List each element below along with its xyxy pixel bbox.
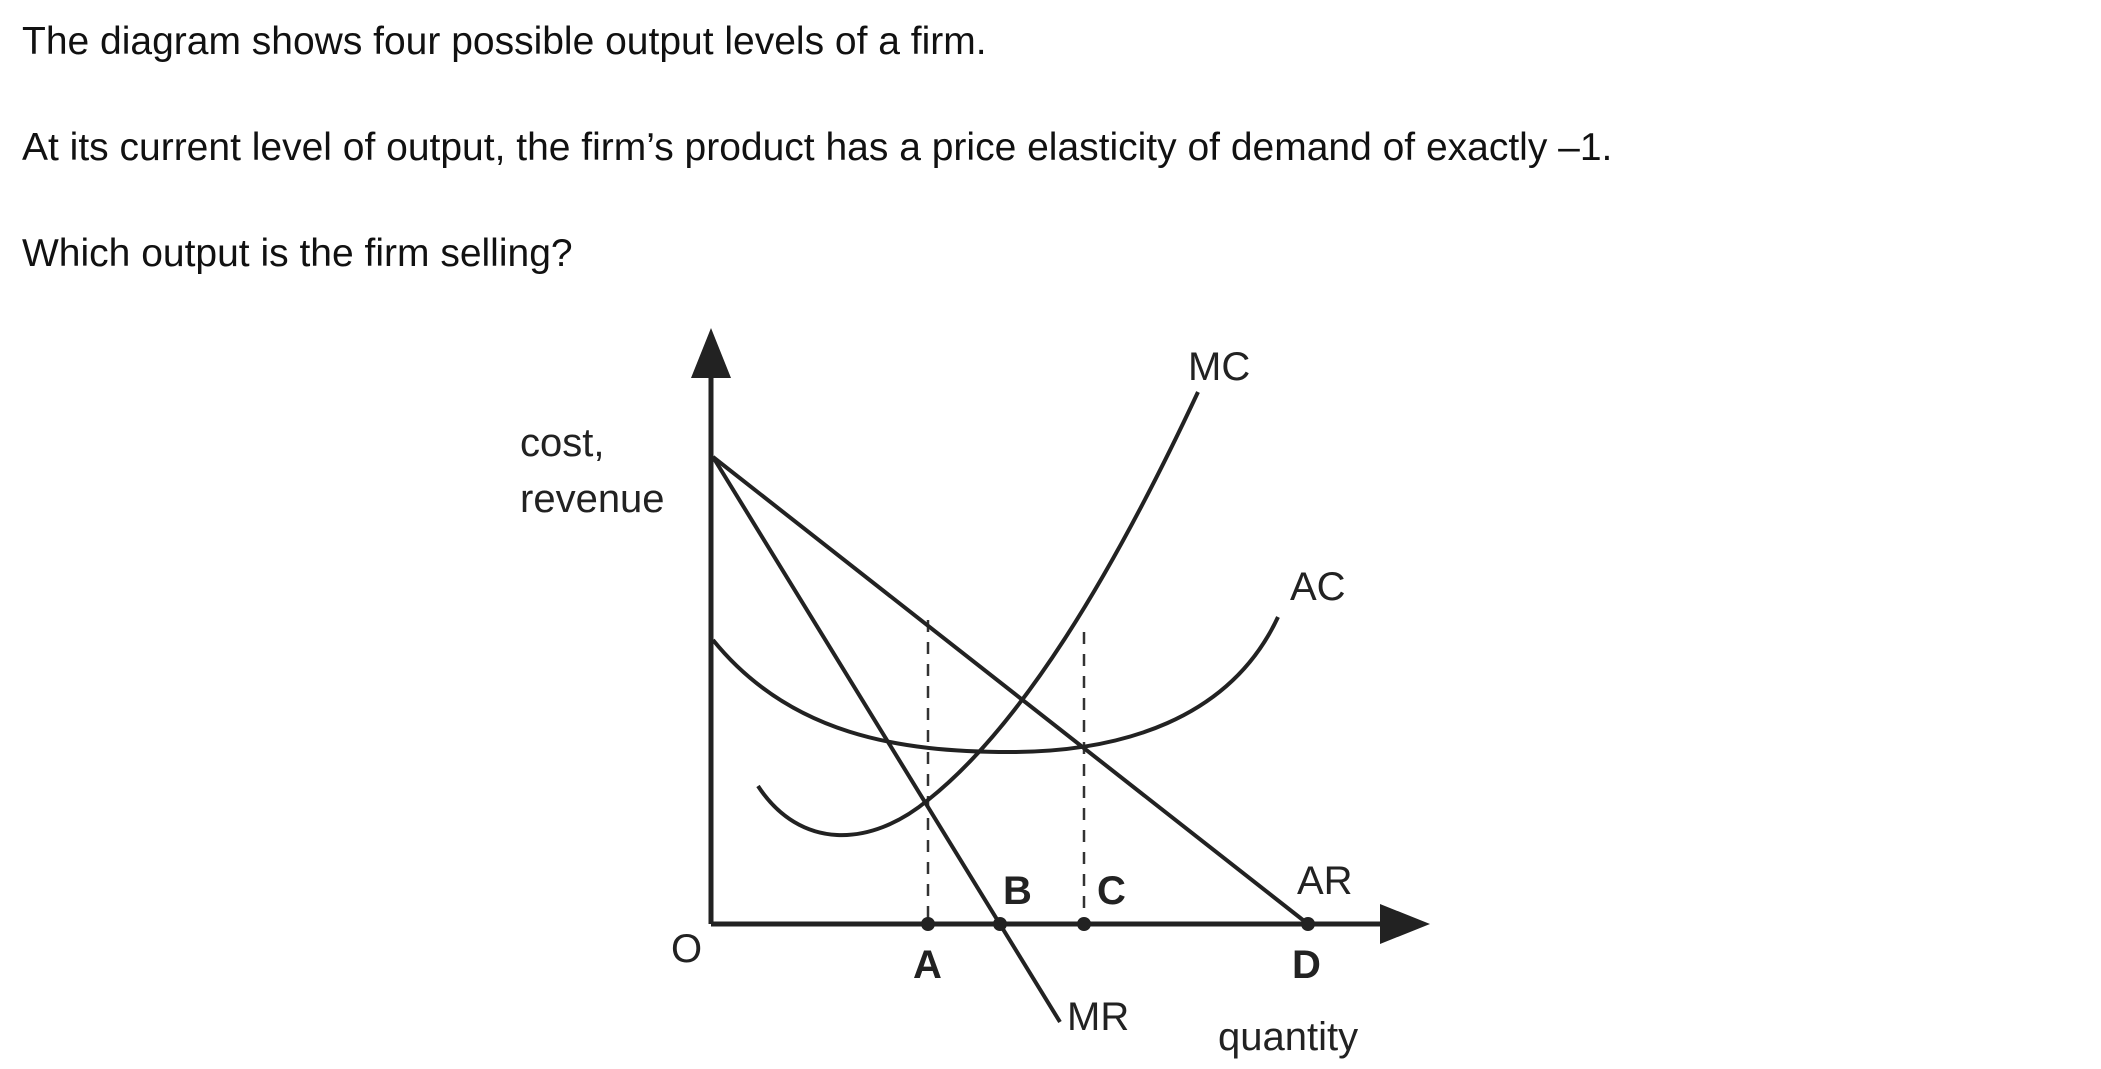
question-line-3: Which output is the firm selling? [22,232,573,275]
question-line-2: At its current level of output, the firm… [22,126,1613,169]
ac-curve [711,616,1280,755]
origin-label: O [671,927,702,971]
mc-curve [756,391,1200,838]
question-line-1: The diagram shows four possible output l… [22,20,987,63]
point-a-dot [921,917,935,931]
point-d-dot [1301,917,1315,931]
point-b-label: B [1003,869,1032,913]
mc-curve-label: MC [1188,345,1250,389]
x-axis-label: quantity [1218,1015,1358,1059]
ac-curve-label: AC [1290,565,1346,609]
y-axis-label-line-2: revenue [520,477,665,521]
point-a-label: A [913,943,942,987]
point-b-dot [993,917,1007,931]
point-d-label: D [1292,943,1321,987]
point-c-label: C [1097,869,1126,913]
ar-curve [711,455,1310,926]
ar-curve-label: AR [1297,859,1353,903]
y-axis-label-line-1: cost, [520,421,604,465]
mr-curve-label: MR [1067,995,1129,1039]
point-c-dot [1077,917,1091,931]
